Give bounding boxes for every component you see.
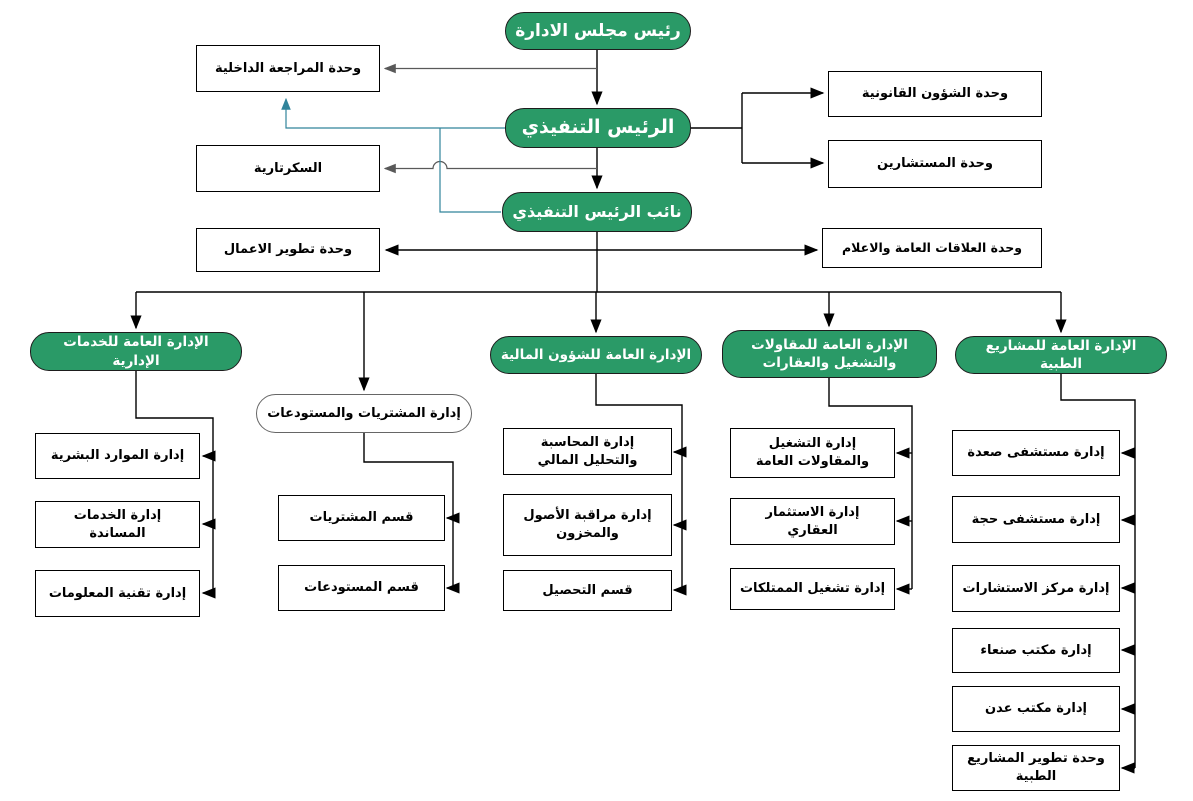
node-contracting: الإدارة العامة للمقاولات والتشغيل والعقا… xyxy=(722,330,937,378)
edges-black xyxy=(130,50,1136,774)
edge-ceo-audit xyxy=(281,97,505,129)
edge-ceo-secretariat xyxy=(383,160,597,174)
node-property: إدارة تشغيل الممتلكات xyxy=(730,568,895,610)
node-warehouses: قسم المستودعات xyxy=(278,565,445,611)
node-deputy: نائب الرئيس التنفيذي xyxy=(502,192,692,232)
node-secretariat: السكرتارية xyxy=(196,145,380,192)
node-procurement: إدارة المشتريات والمستودعات xyxy=(256,394,472,433)
node-assets: إدارة مراقبة الأصول والمخزون xyxy=(503,494,672,556)
node-collection: قسم التحصيل xyxy=(503,570,672,611)
edges-teal xyxy=(281,97,505,213)
node-consultants: وحدة المستشارين xyxy=(828,140,1042,188)
node-realestate: إدارة الاستثمار العقاري xyxy=(730,498,895,545)
node-bizdev: وحدة تطوير الاعمال xyxy=(196,228,380,272)
node-hr: إدارة الموارد البشرية xyxy=(35,433,200,479)
node-aden: إدارة مكتب عدن xyxy=(952,686,1120,732)
node-legal: وحدة الشؤون القانونية xyxy=(828,71,1042,117)
node-audit: وحدة المراجعة الداخلية xyxy=(196,45,380,92)
node-consultcenter: إدارة مركز الاستشارات xyxy=(952,565,1120,612)
node-finance: الإدارة العامة للشؤون المالية xyxy=(490,336,702,374)
edge-ceo-deputy-side xyxy=(439,128,501,213)
node-hajjah: إدارة مستشفى حجة xyxy=(952,496,1120,543)
node-accounting: إدارة المحاسبة والتحليل المالي xyxy=(503,428,672,475)
node-chairman: رئيس مجلس الادارة xyxy=(505,12,691,50)
node-admin: الإدارة العامة للخدمات الإدارية xyxy=(30,332,242,371)
node-ceo: الرئيس التنفيذي xyxy=(505,108,691,148)
node-support: إدارة الخدمات المساندة xyxy=(35,501,200,548)
node-purchasing: قسم المشتريات xyxy=(278,495,445,541)
node-sanaa: إدارة مكتب صنعاء xyxy=(952,628,1120,673)
node-meddev: وحدة تطوير المشاريع الطبية xyxy=(952,745,1120,791)
node-saada: إدارة مستشفى صعدة xyxy=(952,430,1120,476)
node-it: إدارة تقنية المعلومات xyxy=(35,570,200,617)
node-operations: إدارة التشغيل والمقاولات العامة xyxy=(730,428,895,478)
node-medical: الإدارة العامة للمشاريع الطبية xyxy=(955,336,1167,374)
node-pr: وحدة العلاقات العامة والاعلام xyxy=(822,228,1042,268)
